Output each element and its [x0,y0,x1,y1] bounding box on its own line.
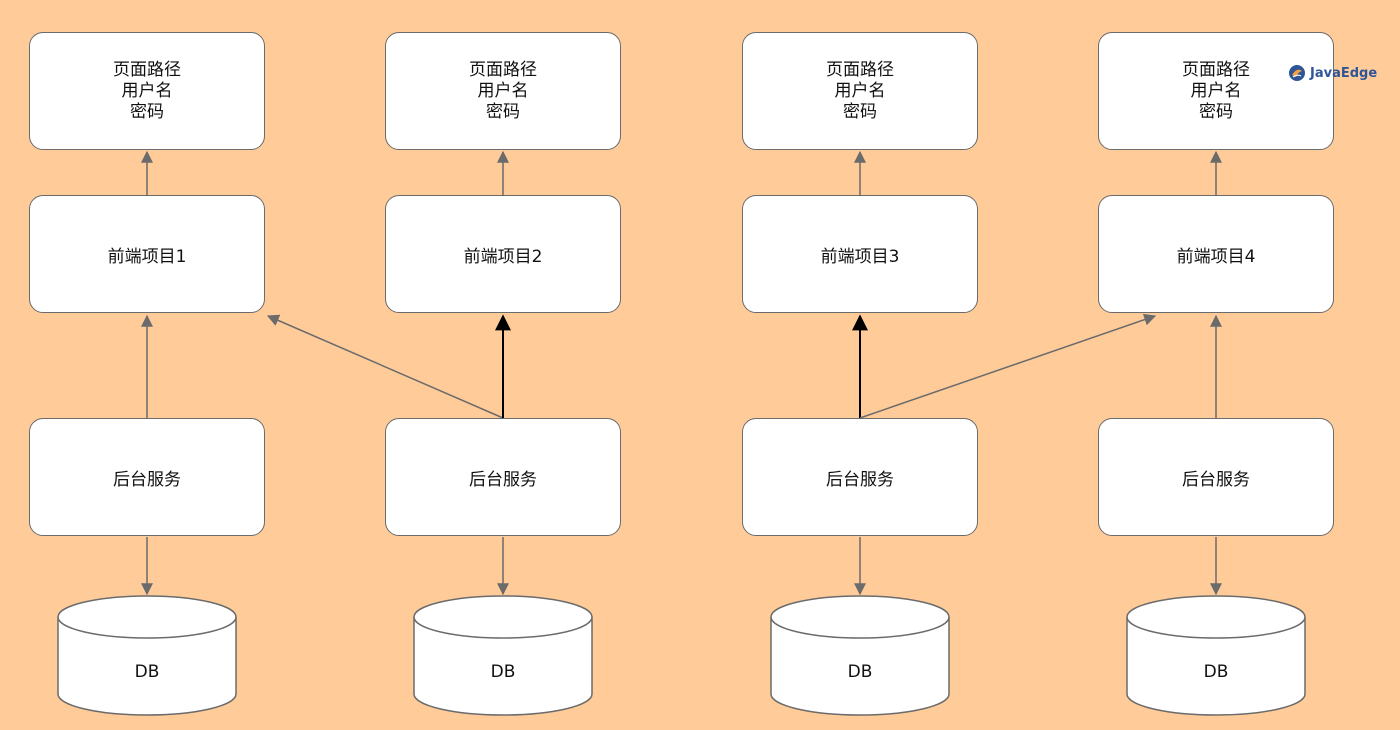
backend-box-3: 后台服务 [742,418,978,536]
username-label: 用户名 [834,80,886,101]
page-box-2: 页面路径 用户名 密码 [385,32,621,150]
javaedge-logo-icon [1289,65,1305,81]
username-label: 用户名 [121,80,173,101]
password-label: 密码 [1199,101,1233,122]
db-cylinder-4 [1126,595,1306,716]
frontend-label: 前端项目4 [1176,246,1256,267]
frontend-box-4: 前端项目4 [1098,195,1334,313]
username-label: 用户名 [477,80,529,101]
frontend-box-3: 前端项目3 [742,195,978,313]
page-path-label: 页面路径 [113,59,181,80]
db-label-2: DB [490,662,516,682]
password-label: 密码 [130,101,164,122]
frontend-box-1: 前端项目1 [29,195,265,313]
password-label: 密码 [843,101,877,122]
page-path-label: 页面路径 [469,59,537,80]
backend-label: 后台服务 [826,469,894,490]
username-label: 用户名 [1190,80,1242,101]
db-label-1: DB [134,662,160,682]
backend-box-1: 后台服务 [29,418,265,536]
javaedge-logo: JavaEdge [1288,64,1377,82]
db-label-3: DB [847,662,873,682]
frontend-label: 前端项目1 [107,246,187,267]
db-cylinder-2 [413,595,593,716]
backend-label: 后台服务 [469,469,537,490]
arrow-backend3-to-frontend4 [859,313,1157,419]
backend-box-4: 后台服务 [1098,418,1334,536]
frontend-box-2: 前端项目2 [385,195,621,313]
arrow-backend2-to-frontend1 [266,314,504,419]
backend-label: 后台服务 [113,469,181,490]
password-label: 密码 [486,101,520,122]
page-path-label: 页面路径 [1182,59,1250,80]
db-cylinder-1 [57,595,237,716]
backend-box-2: 后台服务 [385,418,621,536]
page-box-1: 页面路径 用户名 密码 [29,32,265,150]
backend-label: 后台服务 [1182,469,1250,490]
db-label-4: DB [1203,662,1229,682]
logo-text: JavaEdge [1310,65,1378,81]
frontend-label: 前端项目2 [463,246,543,267]
page-path-label: 页面路径 [826,59,894,80]
db-cylinder-3 [770,595,950,716]
frontend-label: 前端项目3 [820,246,900,267]
page-box-3: 页面路径 用户名 密码 [742,32,978,150]
page-box-4: 页面路径 用户名 密码 [1098,32,1334,150]
